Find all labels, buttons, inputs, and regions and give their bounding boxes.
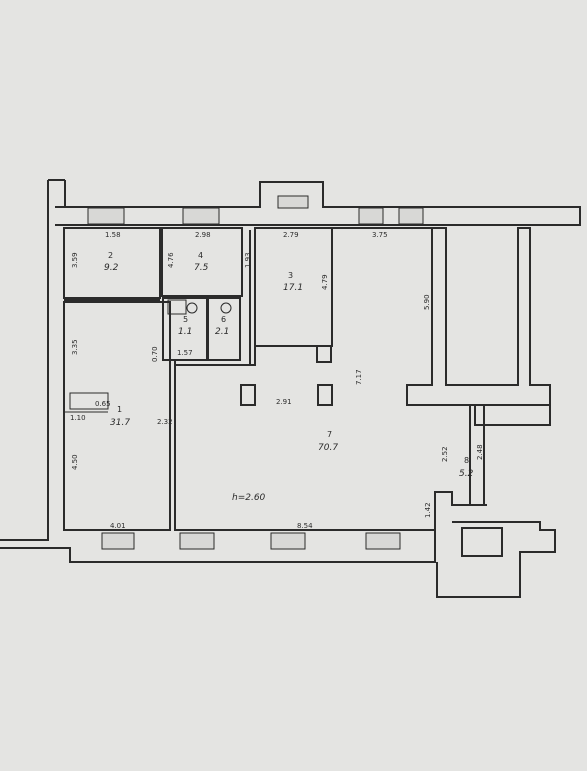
room-2-area: 9.2	[104, 263, 119, 273]
room-3-outline	[254, 227, 333, 347]
dim-label: 1.58	[105, 231, 121, 239]
window-4	[358, 207, 384, 225]
dim-label: 2.79	[283, 231, 299, 239]
dim-label: 2.91	[276, 398, 292, 406]
right-wing-outline	[332, 227, 551, 406]
dim-label: 0.65	[95, 400, 111, 408]
dim-label: 3.75	[372, 231, 388, 239]
windows	[87, 195, 424, 550]
room-2-number: 2	[108, 251, 113, 260]
window-1	[87, 207, 125, 225]
room-7-area: 70.7	[318, 443, 338, 453]
room-8-number: 8	[464, 456, 469, 465]
room-3-area: 17.1	[283, 283, 303, 293]
dimension-labels: 1.58 2.98 2.79 3.75 3.59 4.76 1.93 4.79 …	[70, 231, 484, 530]
fixtures	[64, 299, 232, 413]
dim-label: 2.52	[441, 446, 449, 462]
right-wing-lower	[474, 405, 551, 426]
pillar-right	[317, 384, 333, 406]
dim-label: 5.90	[423, 294, 431, 310]
room-4-number: 4	[198, 251, 203, 260]
toilet-icon	[186, 302, 198, 314]
entrance-block	[436, 521, 556, 598]
dim-label: 7.17	[355, 369, 363, 385]
dim-label: 0.70	[151, 346, 159, 362]
walls	[0, 179, 581, 598]
window-8	[270, 532, 306, 550]
room-4-area: 7.5	[194, 263, 209, 273]
room-7-number: 7	[327, 430, 332, 439]
dim-label: 3.35	[71, 339, 79, 355]
entrance-steps	[461, 527, 503, 557]
dim-label: 4.50	[71, 454, 79, 470]
room-8-wall	[407, 404, 471, 505]
sink-icon	[220, 302, 232, 314]
window-6	[101, 532, 135, 550]
counter	[69, 392, 109, 410]
dim-label: 3.59	[71, 252, 79, 268]
dim-label: 4.01	[110, 522, 126, 530]
room-8-area: 5.2	[459, 469, 474, 479]
pillar-left	[240, 384, 256, 406]
window-2	[182, 207, 220, 225]
window-3	[277, 195, 309, 209]
window-9	[365, 532, 401, 550]
left-outer-wall	[0, 180, 49, 541]
dim-label: 2.32	[157, 418, 173, 426]
room-3-number: 3	[288, 271, 293, 280]
room-6-area: 2.1	[215, 327, 229, 337]
dim-label: 2.98	[195, 231, 211, 239]
room-5-number: 5	[183, 315, 188, 324]
pillar-top	[316, 345, 332, 363]
bath-6-outline	[207, 297, 241, 361]
window-7	[179, 532, 215, 550]
room-7-outline	[174, 360, 487, 531]
room-1-area: 31.7	[110, 418, 130, 428]
dim-label: 8.54	[297, 522, 313, 530]
room-5-area: 1.1	[178, 327, 192, 337]
room-labels: 2 9.2 4 7.5 3 17.1 1 31.7 5 1.1 6 2.1 7 …	[104, 251, 474, 479]
dim-label: 1.57	[177, 349, 193, 357]
room-6-number: 6	[221, 315, 226, 324]
dim-label: 1.10	[70, 414, 86, 422]
dim-label: 1.42	[424, 502, 432, 518]
bottom-wall	[0, 530, 436, 563]
shower-tray	[167, 299, 187, 315]
hall-partition	[175, 346, 256, 366]
top-wall	[55, 181, 581, 226]
ceiling-height-label: h=2.60	[232, 493, 266, 503]
room-4-outline	[161, 227, 243, 297]
room-1-outline	[63, 301, 171, 531]
dim-label: 1.93	[244, 252, 252, 268]
window-5	[398, 207, 424, 225]
dim-label: 4.79	[321, 274, 329, 290]
dim-label: 2.48	[476, 444, 484, 460]
room-2-outline	[63, 227, 161, 299]
room-1-number: 1	[117, 405, 122, 414]
dim-label: 4.76	[167, 252, 175, 268]
